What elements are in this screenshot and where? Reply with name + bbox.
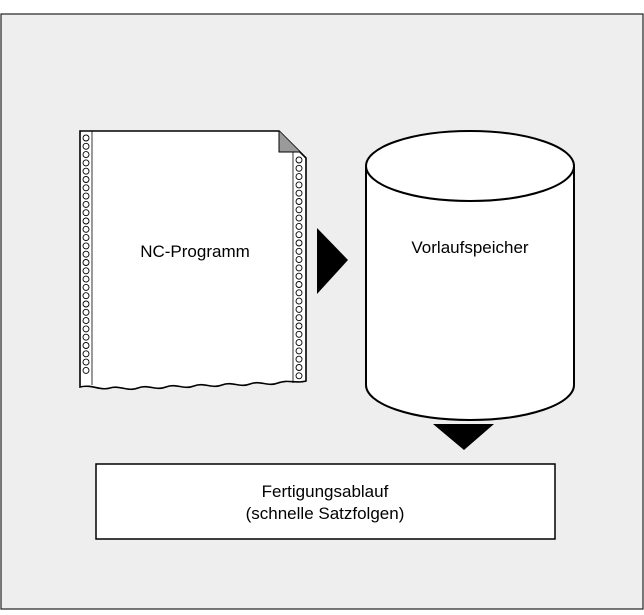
document-sheet bbox=[79, 130, 307, 391]
sprocket-hole bbox=[82, 209, 90, 217]
sprocket-hole bbox=[82, 333, 90, 341]
arrow-right bbox=[317, 228, 348, 294]
output-box: Fertigungsablauf (schnelle Satzfolgen) bbox=[95, 463, 556, 540]
sprocket-hole bbox=[295, 339, 303, 347]
sprocket-hole bbox=[295, 305, 303, 313]
sprocket-hole bbox=[295, 256, 303, 264]
sprocket-hole bbox=[82, 250, 90, 258]
nc-program-label: NC-Programm bbox=[140, 242, 250, 261]
sprocket-hole bbox=[82, 167, 90, 175]
cylinder-body bbox=[365, 165, 575, 421]
sprocket-hole bbox=[295, 372, 303, 380]
nc-program-document: NC-Programm bbox=[79, 130, 307, 391]
sprocket-hole bbox=[82, 159, 90, 167]
sprocket-hole bbox=[295, 322, 303, 330]
sprocket-hole bbox=[82, 292, 90, 300]
sprocket-hole bbox=[82, 325, 90, 333]
sprocket-hole bbox=[82, 176, 90, 183]
sprocket-hole bbox=[82, 259, 90, 266]
output-box-line2: (schnelle Satzfolgen) bbox=[246, 504, 405, 523]
buffer-cylinder: Vorlaufspeicher bbox=[365, 130, 575, 421]
sprocket-hole bbox=[82, 142, 90, 150]
sprocket-hole bbox=[295, 264, 303, 272]
sprocket-hole bbox=[295, 173, 303, 181]
sprocket-hole bbox=[295, 198, 303, 205]
sprocket-hole bbox=[82, 308, 90, 316]
sprocket-hole bbox=[82, 134, 90, 142]
sprocket-hole bbox=[82, 225, 90, 233]
folded-corner bbox=[278, 131, 300, 153]
sprocket-hole bbox=[295, 281, 303, 288]
buffer-label: Vorlaufspeicher bbox=[411, 238, 529, 257]
left-sprocket-holes bbox=[82, 134, 90, 374]
sprocket-hole bbox=[295, 364, 303, 371]
sprocket-hole bbox=[295, 214, 303, 222]
sprocket-hole bbox=[82, 275, 90, 283]
sprocket-hole bbox=[295, 289, 303, 297]
sprocket-hole bbox=[295, 314, 303, 322]
sprocket-hole bbox=[82, 358, 90, 366]
sprocket-hole bbox=[295, 189, 303, 197]
sprocket-hole bbox=[82, 342, 90, 349]
sprocket-hole bbox=[295, 222, 303, 230]
sprocket-hole bbox=[295, 330, 303, 338]
sprocket-hole bbox=[82, 350, 90, 358]
sprocket-hole bbox=[82, 217, 90, 225]
sprocket-hole bbox=[295, 272, 303, 280]
sprocket-hole bbox=[82, 283, 90, 291]
sprocket-hole bbox=[82, 234, 90, 242]
sprocket-hole bbox=[82, 242, 90, 250]
sprocket-hole bbox=[295, 355, 303, 363]
sprocket-hole bbox=[82, 200, 90, 208]
sprocket-hole bbox=[82, 267, 90, 275]
sprocket-hole bbox=[295, 206, 303, 214]
arrow-down bbox=[433, 424, 494, 450]
sprocket-hole bbox=[295, 181, 303, 189]
right-sprocket-holes bbox=[295, 156, 303, 380]
sprocket-hole bbox=[295, 247, 303, 255]
sprocket-hole bbox=[295, 231, 303, 239]
sprocket-hole bbox=[295, 297, 303, 305]
sprocket-hole bbox=[295, 156, 303, 164]
output-box-line1: Fertigungsablauf bbox=[262, 482, 389, 501]
sprocket-hole bbox=[82, 366, 90, 374]
sprocket-hole bbox=[295, 347, 303, 355]
sprocket-hole bbox=[82, 317, 90, 325]
sprocket-hole bbox=[82, 184, 90, 192]
sprocket-hole bbox=[82, 192, 90, 200]
sprocket-hole bbox=[295, 164, 303, 172]
sprocket-hole bbox=[295, 239, 303, 247]
output-box-frame bbox=[95, 463, 556, 540]
sprocket-hole bbox=[82, 300, 90, 308]
cylinder-top bbox=[365, 130, 575, 202]
sprocket-hole bbox=[82, 151, 90, 159]
